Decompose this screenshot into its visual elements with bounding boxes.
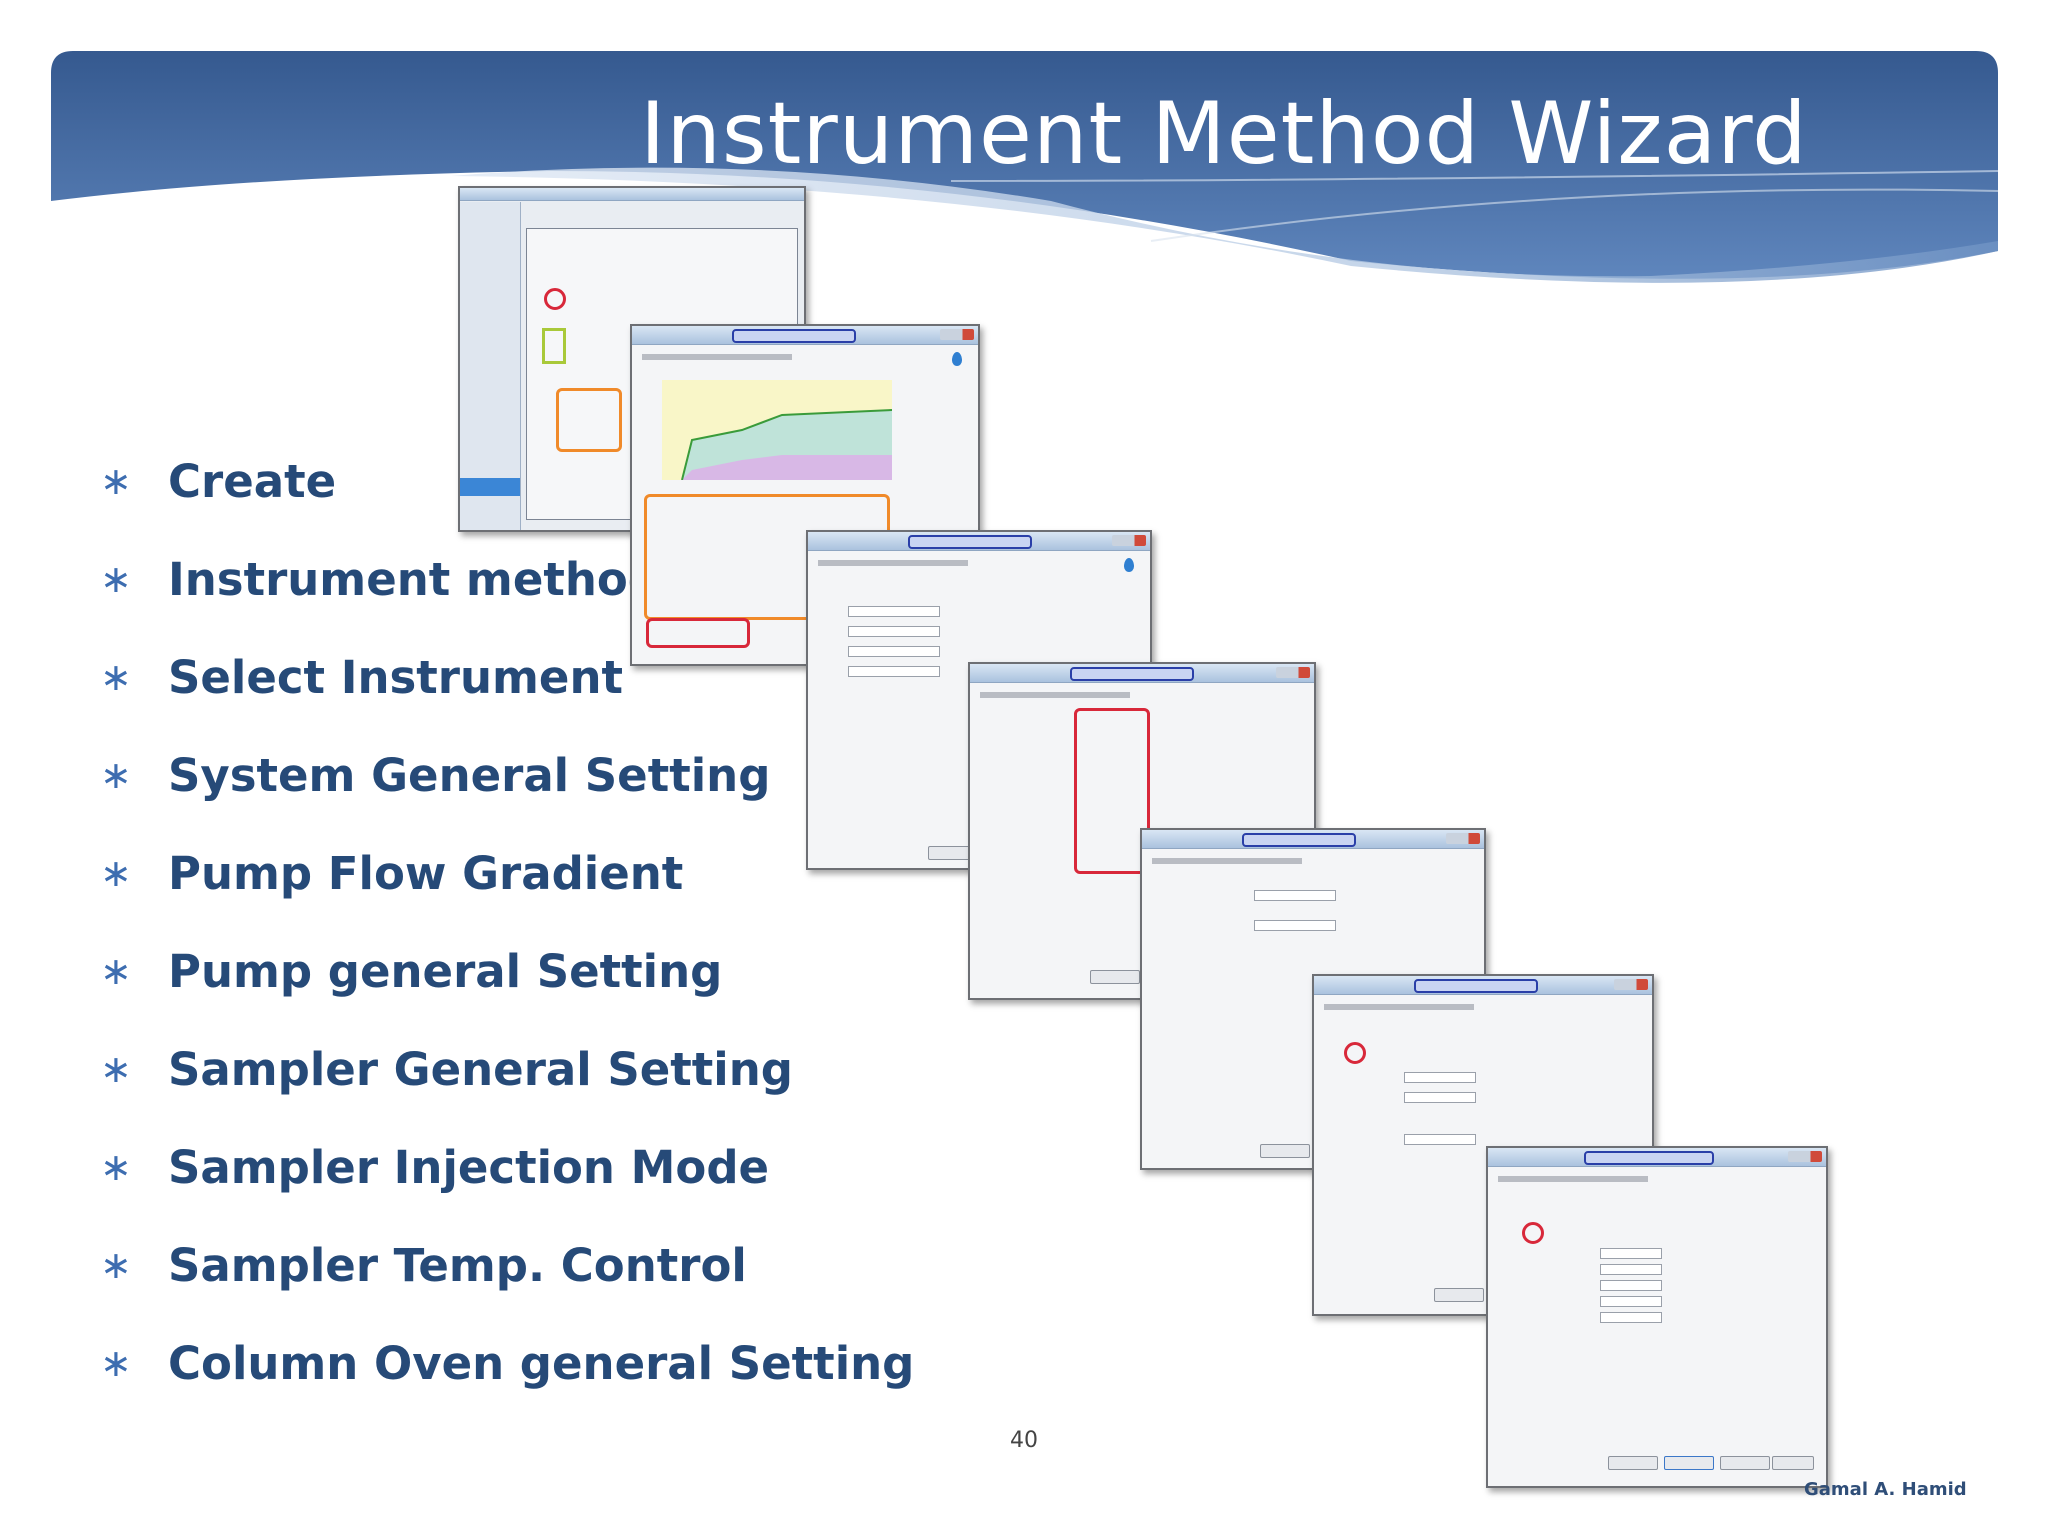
bullet-text: Column Oven general Setting	[168, 1336, 915, 1390]
asterisk-icon: ∗	[100, 459, 132, 503]
bullet-item: ∗ Pump Flow Gradient	[100, 824, 914, 922]
caption-highlight-blue	[1070, 667, 1194, 681]
input-field	[1404, 1072, 1476, 1083]
caption-highlight-blue	[908, 535, 1032, 549]
window-controls	[1276, 667, 1310, 678]
caption-highlight-blue	[1242, 833, 1356, 847]
highlight-box-green	[542, 328, 566, 364]
sidebar-panel	[460, 202, 521, 530]
bullet-item: ∗ System General Setting	[100, 726, 914, 824]
cancel-button	[1720, 1456, 1770, 1470]
highlight-circle	[1344, 1042, 1366, 1064]
bullet-item: ∗ Sampler Temp. Control	[100, 1216, 914, 1314]
asterisk-icon: ∗	[100, 1145, 132, 1189]
subtitle-line	[980, 692, 1130, 698]
water-drop-icon	[952, 352, 962, 366]
subtitle-line	[1152, 858, 1302, 864]
bullet-text: Instrument method	[168, 552, 661, 606]
back-button	[1608, 1456, 1658, 1470]
asterisk-icon: ∗	[100, 1243, 132, 1287]
bullet-text: Select Instrument	[168, 650, 623, 704]
input-field	[1600, 1296, 1662, 1307]
input-field	[848, 646, 940, 657]
subtitle-line	[642, 354, 792, 360]
input-field	[1404, 1092, 1476, 1103]
title-banner	[51, 51, 1998, 283]
slide-title: Instrument Method Wizard	[640, 84, 1808, 184]
dialog-button	[1260, 1144, 1310, 1158]
highlight-circle	[544, 288, 566, 310]
bullet-item: ∗ Pump general Setting	[100, 922, 914, 1020]
window-titlebar	[460, 188, 804, 201]
bullet-item: ∗ Create	[100, 432, 914, 530]
water-drop-icon	[1124, 558, 1134, 572]
input-field	[848, 606, 940, 617]
caption-highlight-blue	[1584, 1151, 1714, 1165]
highlight-box-orange	[556, 388, 622, 452]
bullet-item: ∗ Sampler Injection Mode	[100, 1118, 914, 1216]
input-field	[1254, 920, 1336, 931]
bullet-text: Pump general Setting	[168, 944, 723, 998]
asterisk-icon: ∗	[100, 655, 132, 699]
author-credit: Gamal A. Hamid	[1804, 1479, 1967, 1500]
bullet-item: ∗ Sampler General Setting	[100, 1020, 914, 1118]
highlight-circle	[1522, 1222, 1544, 1244]
bullet-text: Create	[168, 454, 337, 508]
next-button	[1664, 1456, 1714, 1470]
dialog-button	[1090, 970, 1140, 984]
bullet-text: Pump Flow Gradient	[168, 846, 684, 900]
sidebar-selected-item	[460, 478, 520, 496]
asterisk-icon: ∗	[100, 753, 132, 797]
bullet-text: System General Setting	[168, 748, 771, 802]
bullet-text: Sampler Temp. Control	[168, 1238, 747, 1292]
screenshot-column-oven-general-setting	[1486, 1146, 1828, 1488]
gradient-chart-thumbnail	[662, 380, 892, 480]
dialog-button	[1434, 1288, 1484, 1302]
asterisk-icon: ∗	[100, 851, 132, 895]
subtitle-line	[818, 560, 968, 566]
bullet-item: ∗ Instrument method	[100, 530, 914, 628]
input-field	[1600, 1248, 1662, 1259]
caption-highlight-blue	[1414, 979, 1538, 993]
window-controls	[1788, 1151, 1822, 1162]
input-field	[848, 666, 940, 677]
bullet-item: ∗ Select Instrument	[100, 628, 914, 726]
bullet-list: ∗ Create ∗ Instrument method ∗ Select Instr…	[100, 432, 914, 1412]
bullet-text: Sampler General Setting	[168, 1042, 793, 1096]
asterisk-icon: ∗	[100, 949, 132, 993]
window-controls	[1112, 535, 1146, 546]
help-button	[1772, 1456, 1814, 1470]
page-number: 40	[1010, 1428, 1038, 1453]
highlight-fields-red	[1074, 708, 1150, 874]
bullet-item: ∗ Column Oven general Setting	[100, 1314, 914, 1412]
bullet-text: Sampler Injection Mode	[168, 1140, 770, 1194]
input-field	[1600, 1280, 1662, 1291]
input-field	[1600, 1264, 1662, 1275]
subtitle-line	[1498, 1176, 1648, 1182]
asterisk-icon: ∗	[100, 1047, 132, 1091]
asterisk-icon: ∗	[100, 557, 132, 601]
input-field	[1404, 1134, 1476, 1145]
input-field	[1600, 1312, 1662, 1323]
input-field	[1254, 890, 1336, 901]
asterisk-icon: ∗	[100, 1341, 132, 1385]
highlight-button-red	[646, 618, 750, 648]
window-controls	[940, 329, 974, 340]
window-controls	[1446, 833, 1480, 844]
window-controls	[1614, 979, 1648, 990]
input-field	[848, 626, 940, 637]
caption-highlight-blue	[732, 329, 856, 343]
subtitle-line	[1324, 1004, 1474, 1010]
